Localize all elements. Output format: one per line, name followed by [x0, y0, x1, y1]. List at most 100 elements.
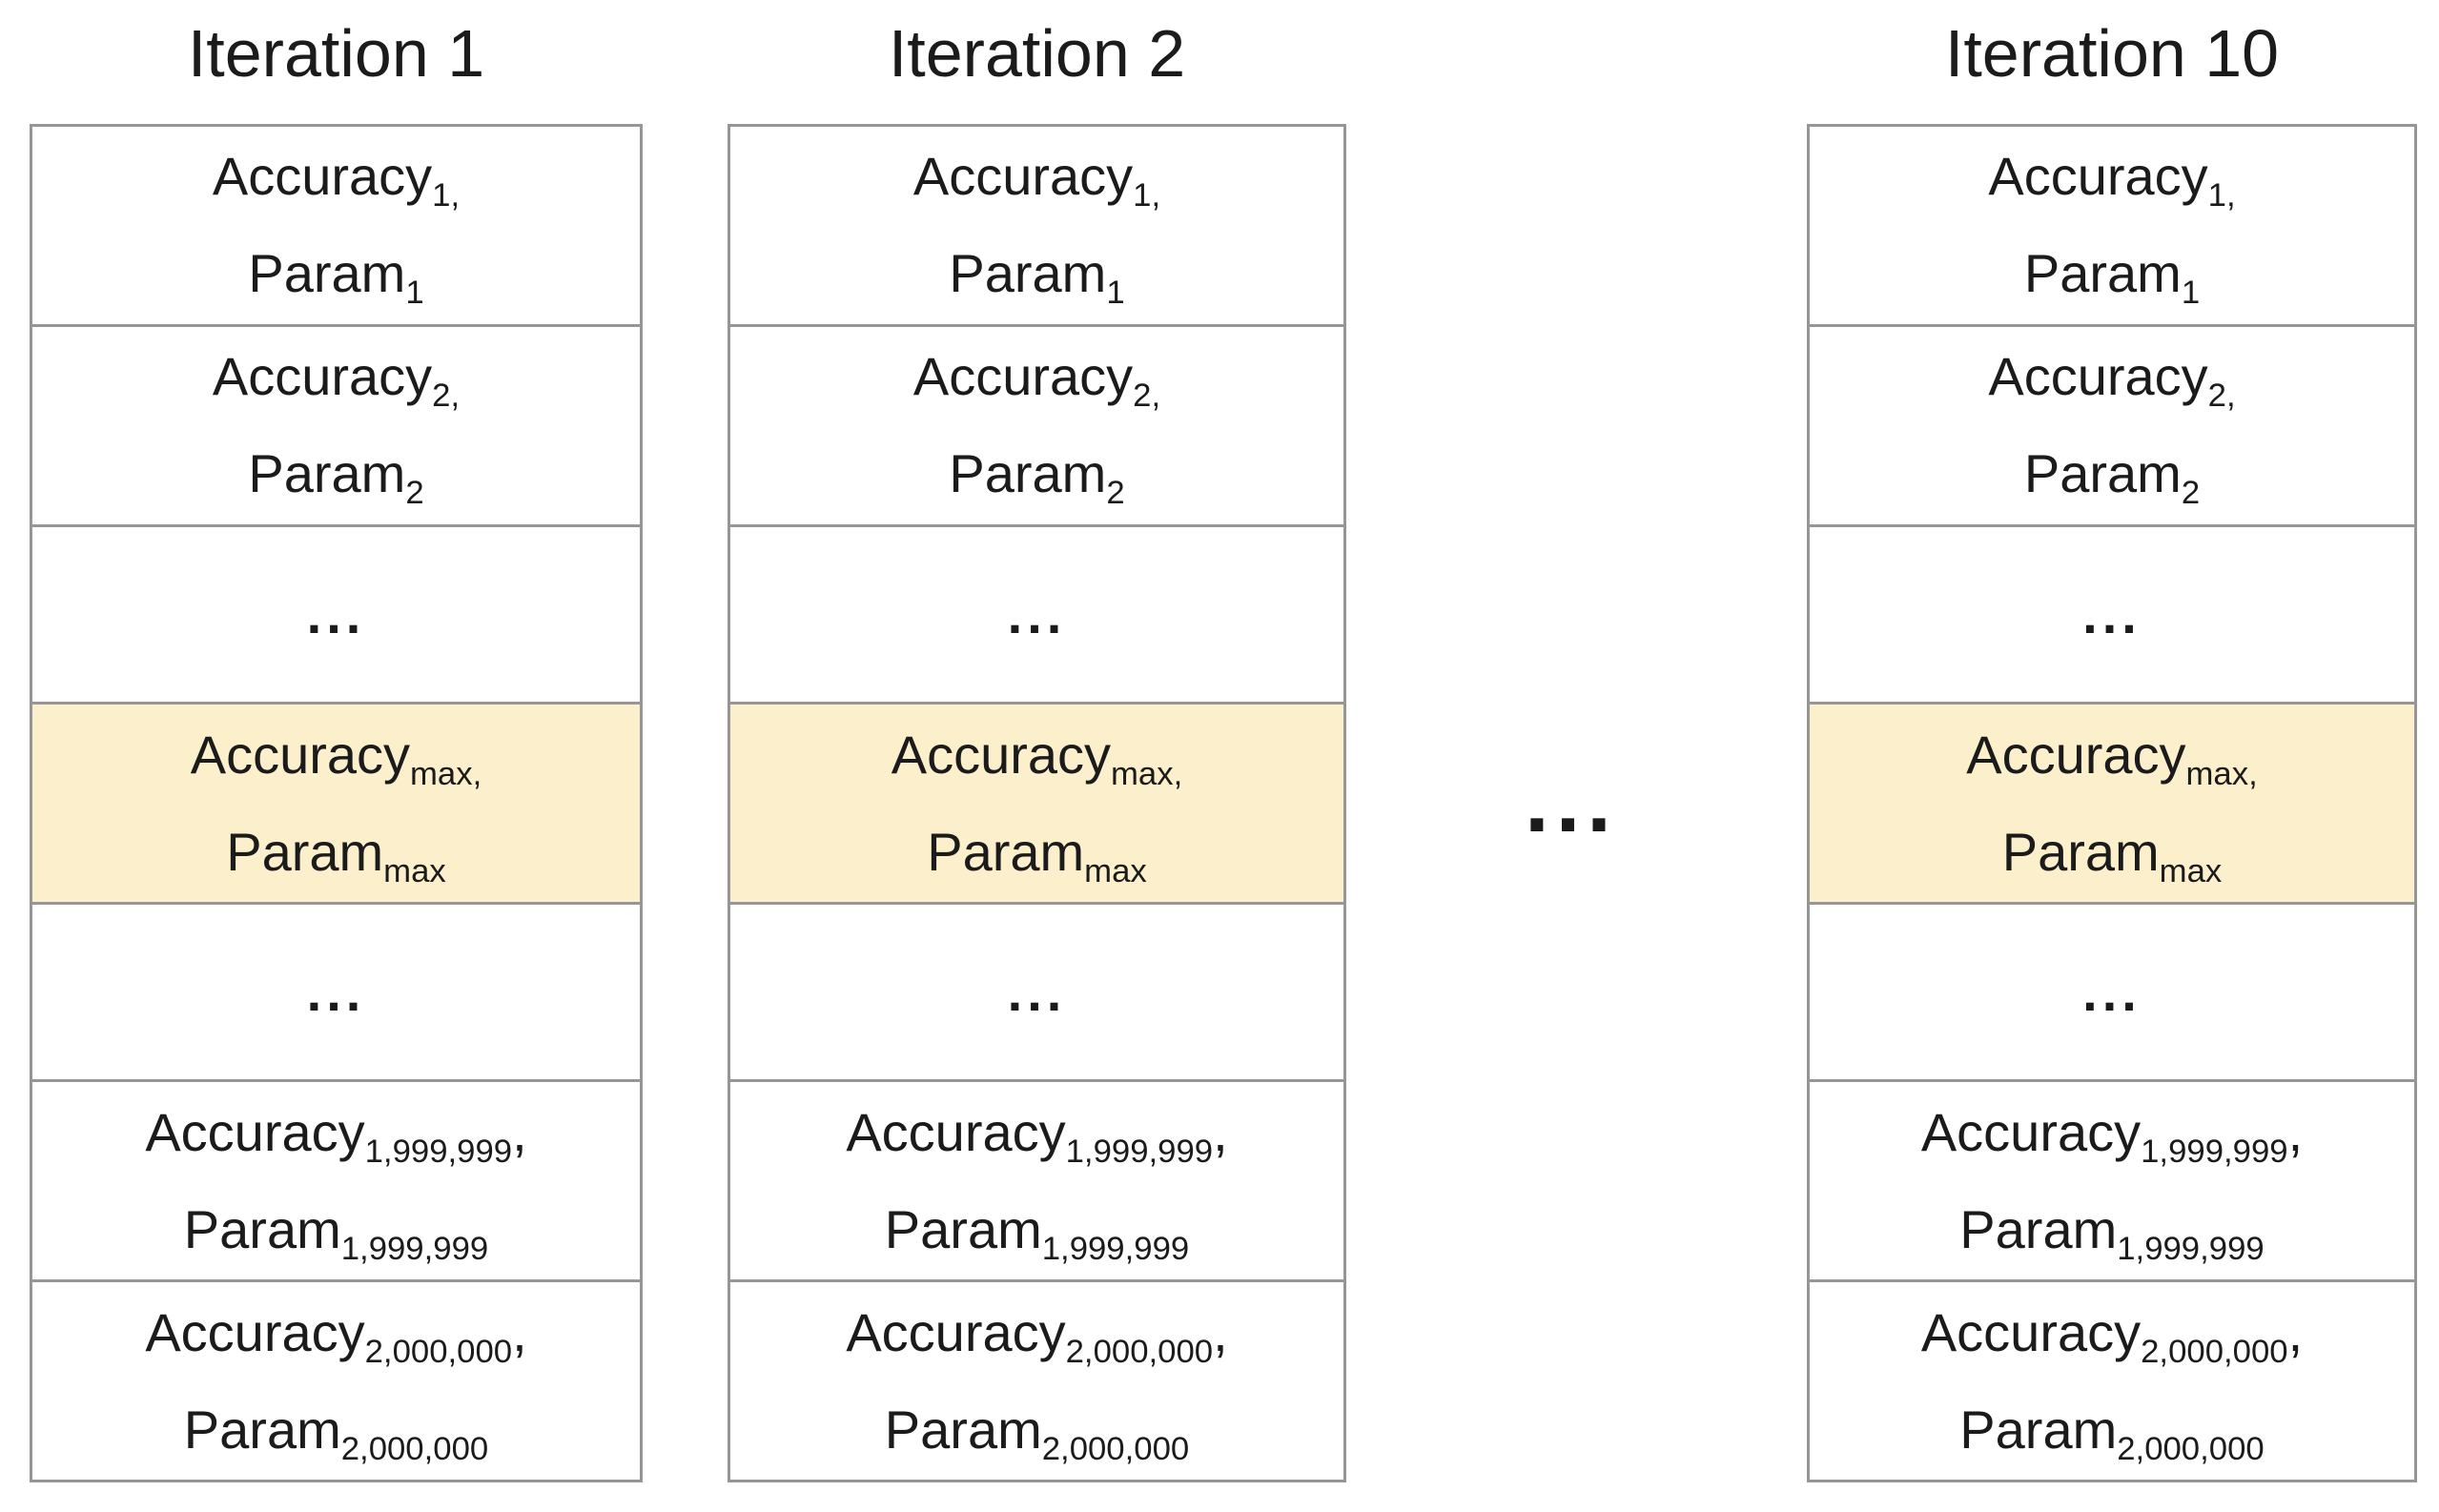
cell-subscript: 2,	[2207, 378, 2236, 415]
cell-line: Param2	[2024, 444, 2200, 510]
best-result-row: Accuracymax, Parammax	[730, 702, 1343, 902]
cell-text: Accuracy	[212, 346, 433, 407]
cell-text: Param	[183, 1399, 341, 1460]
cell-line: Accuracymax,	[891, 724, 1183, 790]
cell-text: ...	[306, 962, 366, 1023]
cell-subscript: 2,	[432, 378, 461, 415]
column-title-iteration-10: Iteration 10	[1944, 16, 2280, 91]
cell-text: Accuracy	[1966, 724, 2186, 785]
cell-subscript: 2	[1106, 475, 1125, 512]
cell-text: Accuracy	[145, 1301, 365, 1362]
cell-line: Param1,999,999	[1959, 1198, 2264, 1265]
cell-line: Param2,000,000	[1959, 1400, 2264, 1465]
cell-text: Accuracy	[1920, 1301, 2142, 1362]
cell-subscript: 1,999,999	[364, 1133, 513, 1170]
cell-text: ...	[2082, 962, 2142, 1023]
cell-subscript: max,	[2185, 755, 2258, 792]
result-row: Accuracy1,Param1	[32, 127, 640, 324]
cell-line: Accuracy1,999,999,	[846, 1101, 1228, 1168]
cell-line: Accuracy2,000,000,	[846, 1301, 1228, 1368]
cell-line: Accuracy1,999,999,	[1920, 1101, 2303, 1168]
cell-line: Accuracy1,	[1988, 146, 2235, 213]
between-iterations-ellipsis: ...	[1525, 752, 1618, 850]
cell-subscript: 2	[405, 475, 424, 512]
cell-subscript: 1	[405, 275, 424, 312]
ellipsis-row: ...	[1810, 901, 2414, 1079]
cell-text: Param	[949, 443, 1107, 504]
cell-line: Accuracy1,999,999,	[145, 1101, 527, 1168]
ellipsis-row: ...	[730, 901, 1343, 1079]
cell-line: Parammax	[927, 821, 1147, 888]
cell-subscript: max,	[1111, 755, 1183, 792]
ellipsis-row: ...	[730, 523, 1343, 702]
result-row: Accuracy1, Param1	[730, 127, 1343, 324]
cell-line: Accuracy1,	[913, 147, 1160, 213]
cell-text: Accuracy	[1920, 1101, 2142, 1162]
cell-text: Param	[927, 821, 1085, 882]
cell-line: Accuracy2,	[912, 346, 1160, 413]
cell-subscript: 1,999,999	[340, 1230, 489, 1267]
cell-subscript: 2,000,000	[364, 1333, 513, 1370]
cell-text: Param	[949, 243, 1107, 304]
result-row: Accuracy2,000,000,Param2,000,000	[730, 1279, 1343, 1480]
cell-text: Param	[884, 1399, 1042, 1460]
cell-text: Param	[884, 1198, 1042, 1259]
cell-text: ...	[1007, 583, 1067, 644]
cell-subscript: 2,000,000	[1065, 1333, 1214, 1370]
cell-text: Param	[248, 443, 406, 504]
cell-text: Param	[1959, 1198, 2118, 1259]
cell-subscript: 2,000,000	[1041, 1430, 1190, 1467]
result-row: Accuracy1,999,999, Param1,999,999	[730, 1079, 1343, 1279]
cell-subscript: 1,	[2207, 177, 2236, 215]
result-row: Accuracy2,Param2	[1810, 323, 2414, 524]
cell-line: Param2,000,000	[884, 1399, 1189, 1465]
cell-line: Param2	[248, 443, 423, 510]
cell-text: Accuracy	[912, 346, 1134, 407]
cell-subscript: 1,	[1133, 177, 1161, 215]
cell-line: Param1	[248, 244, 423, 310]
cell-text: Param	[226, 821, 384, 882]
ellipsis-row: ...	[32, 523, 640, 702]
cell-subscript: 2,000,000	[2141, 1333, 2288, 1370]
cell-text: Accuracy	[190, 724, 411, 785]
cell-line: Param1	[2023, 243, 2200, 310]
cell-line: ...	[307, 583, 366, 645]
cell-text: Accuracy	[1988, 146, 2208, 207]
cell-subscript: max	[1084, 852, 1147, 889]
cell-text: Param	[2023, 243, 2182, 304]
cell-subscript: 2,	[1133, 378, 1161, 415]
ellipsis-row: ...	[1810, 523, 2414, 702]
cell-subscript: 1	[2181, 275, 2201, 312]
cell-text: ,	[2287, 1301, 2304, 1362]
cell-subscript: 1	[1106, 275, 1125, 312]
column-title-iteration-1: Iteration 1	[187, 16, 485, 91]
cell-subscript: 2	[2181, 475, 2201, 512]
cell-line: ...	[1008, 961, 1067, 1023]
cell-subscript: 1,999,999	[2117, 1230, 2265, 1267]
best-result-row: Accuracymax,Parammax	[32, 702, 640, 902]
cell-subscript: 2,000,000	[340, 1430, 489, 1467]
result-row: Accuracy2, Param2	[730, 323, 1343, 524]
result-row: Accuracy2,000,000,Param2,000,000	[32, 1279, 640, 1480]
cell-subscript: max	[383, 852, 446, 889]
cell-text: ,	[1213, 1301, 1228, 1362]
cell-text: ,	[512, 1101, 527, 1162]
cell-subscript: 1,999,999	[1041, 1230, 1190, 1267]
result-row: Accuracy2,000,000,Param2,000,000	[1810, 1279, 2414, 1480]
result-row: Accuracy1,999,999,Param1,999,999	[32, 1079, 640, 1279]
cell-text: Accuracy	[1988, 346, 2208, 407]
cell-text: Accuracy	[846, 1101, 1066, 1162]
cell-subscript: 2,000,000	[2117, 1430, 2265, 1467]
cell-text: Accuracy	[891, 724, 1112, 785]
cell-text: ...	[2082, 583, 2142, 644]
cell-line: ...	[1008, 583, 1067, 645]
cell-text: ,	[1213, 1101, 1228, 1162]
cell-subscript: 1,	[432, 177, 461, 215]
cell-line: Parammax	[2002, 822, 2223, 888]
cell-line: Accuracy2,	[1988, 346, 2235, 413]
column-title-iteration-2: Iteration 2	[888, 16, 1186, 91]
cell-text: Accuracy	[212, 146, 433, 207]
